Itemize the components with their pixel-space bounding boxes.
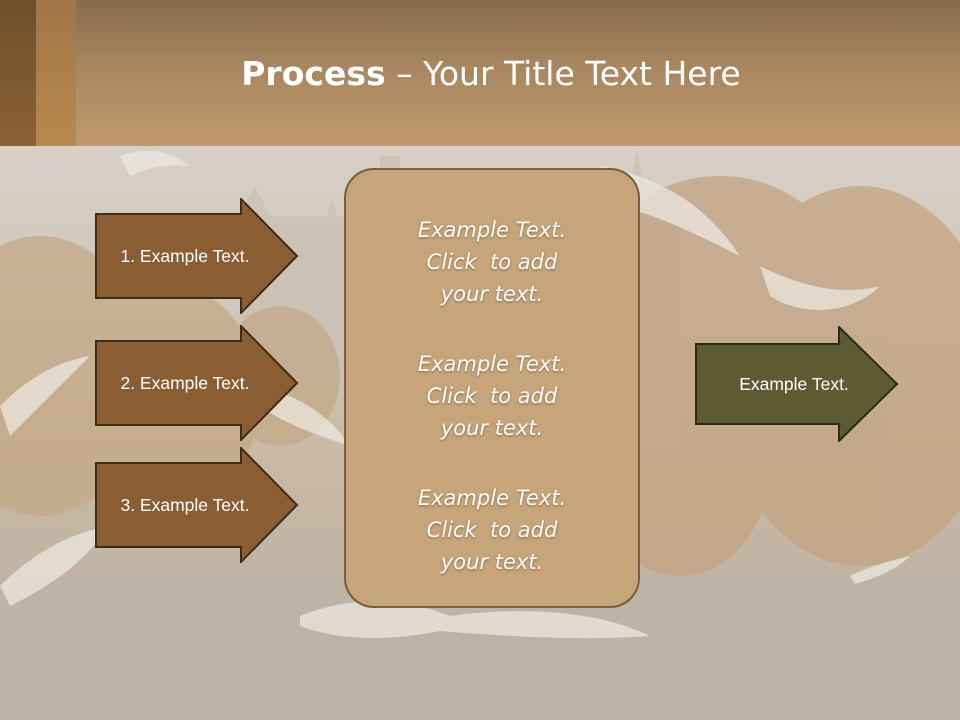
step-arrow-1[interactable]: 1. Example Text. xyxy=(95,198,299,314)
header-accent-stripe xyxy=(0,0,36,146)
panel-text-block[interactable]: Example Text. Click to add your text. xyxy=(362,348,622,444)
step-arrow-3[interactable]: 3. Example Text. xyxy=(95,447,299,563)
right-arrow-shape-icon xyxy=(95,325,299,441)
panel-line: Click to add xyxy=(426,384,558,408)
panel-line: your text. xyxy=(440,550,544,574)
panel-line: Example Text. xyxy=(417,486,567,510)
panel-line: your text. xyxy=(440,416,544,440)
step-arrow-label: 3. Example Text. xyxy=(120,494,250,515)
step-arrow-2[interactable]: 2. Example Text. xyxy=(95,325,299,441)
result-arrow-label: Example Text. xyxy=(739,373,849,394)
panel-text-block[interactable]: Example Text. Click to add your text. xyxy=(362,482,622,578)
step-arrow-label: 2. Example Text. xyxy=(120,372,250,393)
right-arrow-shape-icon xyxy=(95,198,299,314)
panel-text-block[interactable]: Example Text. Click to add your text. xyxy=(362,214,622,310)
right-arrow-shape-icon xyxy=(695,326,899,442)
title-rest-text: – Your Title Text Here xyxy=(385,54,741,93)
center-text-panel[interactable]: Example Text. Click to add your text. Ex… xyxy=(344,168,640,608)
title-bold-text: Process xyxy=(241,54,386,93)
result-arrow[interactable]: Example Text. xyxy=(695,326,899,442)
panel-line: Example Text. xyxy=(417,352,567,376)
panel-line: your text. xyxy=(440,282,544,306)
slide-header: Process – Your Title Text Here xyxy=(0,0,960,146)
panel-line: Click to add xyxy=(426,518,558,542)
slide-title[interactable]: Process – Your Title Text Here xyxy=(76,54,906,94)
right-arrow-shape-icon xyxy=(95,447,299,563)
panel-line: Click to add xyxy=(426,250,558,274)
panel-line: Example Text. xyxy=(417,218,567,242)
header-accent-stripe xyxy=(36,0,76,146)
step-arrow-label: 1. Example Text. xyxy=(120,245,250,266)
